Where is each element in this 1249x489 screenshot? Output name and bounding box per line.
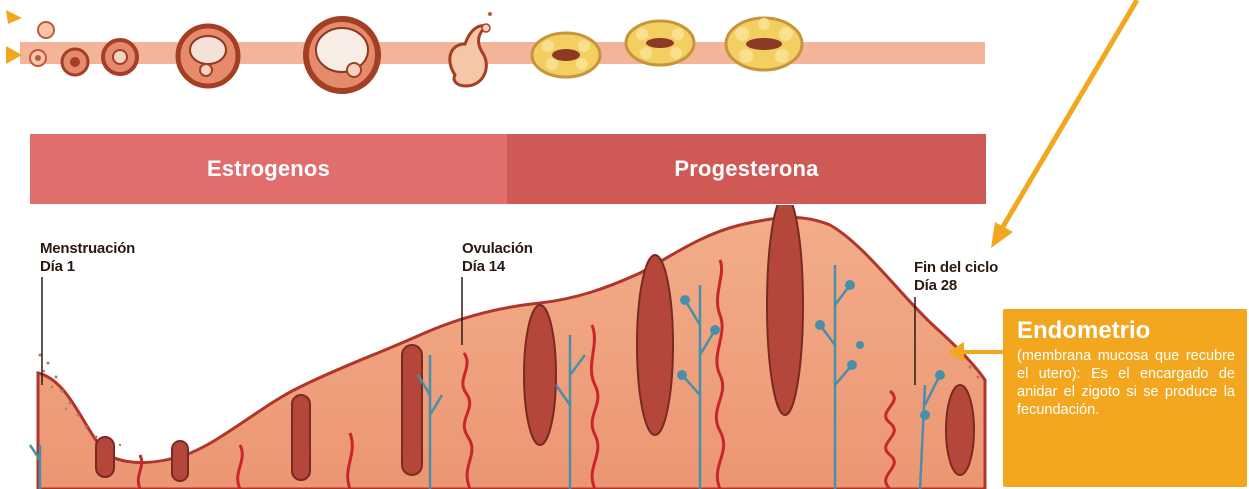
follicle-development-strip [0,0,1000,110]
follicle-icon [38,22,54,38]
callout-body: (membrana mucosa que recubre el utero): … [1017,347,1235,419]
callout-arrow-icon [946,337,1006,367]
callout-title: Endometrio [1017,317,1235,345]
cycle-end-day: Día 28 [914,277,998,295]
menstruation-day: Día 1 [40,258,135,276]
estrogen-label: Estrogenos [207,156,330,182]
menstruation-label: Menstruación Día 1 [40,240,135,276]
corpus-luteum-icon [626,21,694,65]
ovulation-day: Día 14 [462,258,533,276]
arrow-icon [6,46,22,64]
follicle-icon [306,19,378,91]
follicle-icon [178,26,238,86]
follicle-icon [103,40,137,74]
ovary-band [20,42,985,64]
cycle-end-title: Fin del ciclo [914,259,998,277]
corpus-luteum-icon [532,33,600,77]
progesterone-label: Progesterona [674,156,818,182]
follicle-icon [30,50,46,66]
ovulation-label: Ovulación Día 14 [462,240,533,276]
ovulation-title: Ovulación [462,240,533,258]
follicle-icon [62,49,88,75]
menstruation-title: Menstruación [40,240,135,258]
endometrium-callout: Endometrio (membrana mucosa que recubre … [1003,309,1247,487]
corpus-luteum-icon [726,18,802,70]
cycle-end-label: Fin del ciclo Día 28 [914,259,998,295]
progesterone-bar: Progesterona [507,134,986,204]
estrogen-bar: Estrogenos [30,134,507,204]
arrow-icon [6,10,22,24]
pointer-arrow-icon [985,0,1145,255]
